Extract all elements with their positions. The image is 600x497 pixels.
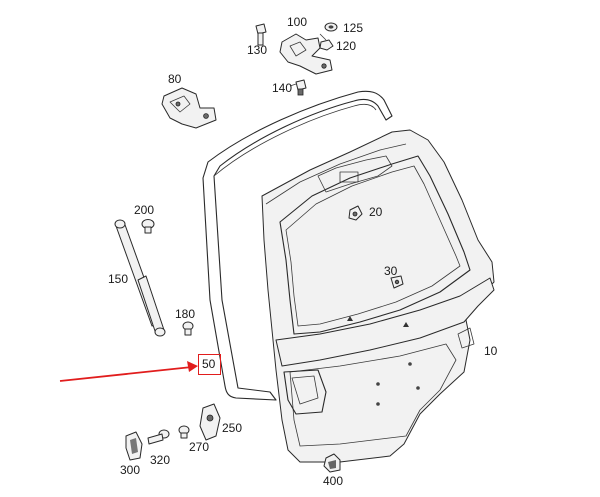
hinge-100 xyxy=(279,33,333,75)
label-120: 120 xyxy=(336,39,357,53)
callout-arrow xyxy=(59,361,198,382)
label-150: 150 xyxy=(108,272,129,286)
gas-strut-150 xyxy=(114,219,166,337)
tailgate-body xyxy=(261,129,495,463)
bumper-30 xyxy=(390,275,404,289)
striker-300 xyxy=(125,431,143,461)
label-200: 200 xyxy=(134,203,155,217)
label-50: 50 xyxy=(202,357,216,371)
bolt-130 xyxy=(255,23,267,46)
tailgate-seal xyxy=(202,90,393,401)
label-250: 250 xyxy=(222,421,243,435)
label-80: 80 xyxy=(168,72,182,86)
label-125: 125 xyxy=(343,21,364,35)
label-10: 10 xyxy=(484,344,498,358)
lower-crossbar xyxy=(275,277,495,367)
bolt-320 xyxy=(147,429,170,445)
label-180: 180 xyxy=(175,307,196,321)
label-100: 100 xyxy=(287,15,308,29)
window-opening xyxy=(279,155,471,335)
label-30: 30 xyxy=(384,264,398,278)
label-20: 20 xyxy=(369,205,383,219)
ball-stud-200 xyxy=(141,219,155,234)
label-270: 270 xyxy=(189,440,210,454)
latch-250 xyxy=(199,403,221,441)
label-320: 320 xyxy=(150,453,171,467)
clip-270 xyxy=(178,425,190,439)
label-300: 300 xyxy=(120,463,141,477)
clip-20 xyxy=(348,205,363,221)
bumper-400 xyxy=(323,453,341,473)
washer-125 xyxy=(324,22,338,32)
highlight-box xyxy=(198,354,221,375)
label-400: 400 xyxy=(323,474,344,488)
ball-stud-180 xyxy=(182,321,194,336)
label-130: 130 xyxy=(247,43,268,57)
bolt-140 xyxy=(295,79,307,96)
label-140: 140 xyxy=(272,81,293,95)
hinge-80 xyxy=(161,87,217,129)
nut-120 xyxy=(319,39,334,51)
